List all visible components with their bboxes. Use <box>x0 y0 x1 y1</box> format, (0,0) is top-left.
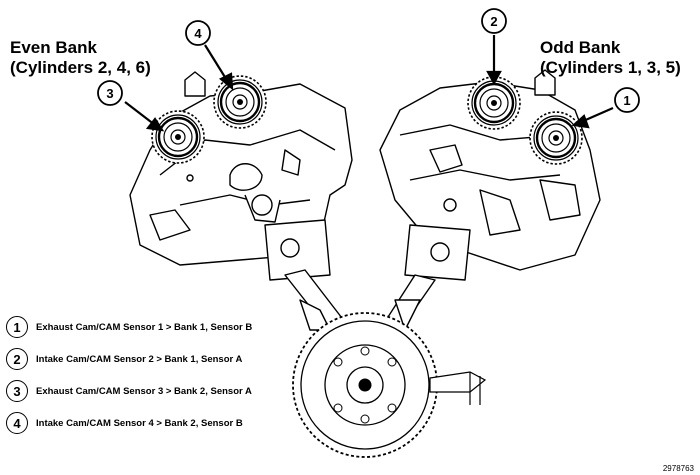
even-bank-title-line2: (Cylinders 2, 4, 6) <box>10 58 151 77</box>
arrowhead-2 <box>486 70 502 86</box>
odd-bank-title-line1: Odd Bank <box>540 38 621 57</box>
leader-4 <box>204 44 229 83</box>
callout-3: 3 <box>97 80 123 106</box>
legend: 1 Exhaust Cam/CAM Sensor 1 > Bank 1, Sen… <box>6 312 252 440</box>
crankshaft-sprocket <box>292 312 487 458</box>
legend-number: 4 <box>6 412 28 434</box>
callout-1-label: 1 <box>623 93 630 108</box>
odd-bank-title: Odd Bank (Cylinders 1, 3, 5) <box>540 38 681 78</box>
callout-4: 4 <box>185 20 211 46</box>
even-bank-title: Even Bank (Cylinders 2, 4, 6) <box>10 38 151 78</box>
legend-text: Exhaust Cam/CAM Sensor 1 > Bank 1, Senso… <box>36 321 253 333</box>
legend-text: Intake Cam/CAM Sensor 4 > Bank 2, Sensor… <box>36 417 243 429</box>
callout-ring-1 <box>535 117 577 159</box>
odd-bank-title-line2: (Cylinders 1, 3, 5) <box>540 58 681 77</box>
legend-number: 2 <box>6 348 28 370</box>
legend-text: Exhaust Cam/CAM Sensor 3 > Bank 2, Senso… <box>36 385 252 397</box>
callout-1: 1 <box>614 87 640 113</box>
callout-2-label: 2 <box>490 14 497 29</box>
legend-item: 1 Exhaust Cam/CAM Sensor 1 > Bank 1, Sen… <box>6 312 252 342</box>
arrowhead-4 <box>218 72 234 91</box>
callout-4-label: 4 <box>194 26 202 41</box>
legend-item: 4 Intake Cam/CAM Sensor 4 > Bank 2, Sens… <box>6 408 252 438</box>
legend-text: Intake Cam/CAM Sensor 2 > Bank 1, Sensor… <box>36 353 243 365</box>
legend-number: 3 <box>6 380 28 402</box>
even-bank-title-line1: Even Bank <box>10 38 97 57</box>
leader-3 <box>124 101 156 126</box>
figure-id: 2978763 <box>662 464 694 473</box>
legend-number: 1 <box>6 316 28 338</box>
callout-3-label: 3 <box>106 86 113 101</box>
legend-item: 3 Exhaust Cam/CAM Sensor 3 > Bank 2, Sen… <box>6 376 252 406</box>
arrowhead-1 <box>571 114 590 129</box>
callout-ring-4 <box>219 81 261 123</box>
legend-item: 2 Intake Cam/CAM Sensor 2 > Bank 1, Sens… <box>6 344 252 374</box>
callout-2: 2 <box>481 8 507 34</box>
callout-ring-3 <box>157 116 199 158</box>
arrowhead-3 <box>145 117 165 132</box>
